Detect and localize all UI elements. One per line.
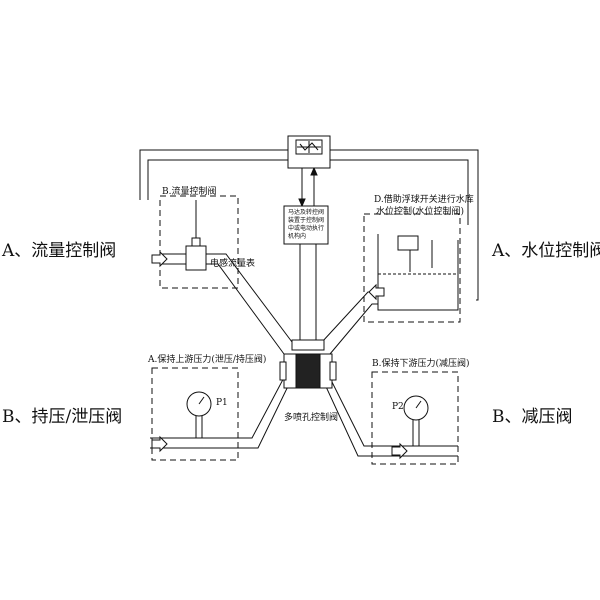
level-box-label-1: D.借助浮球开关进行水库: [374, 195, 474, 205]
level-box: [363, 213, 461, 323]
flow-arrows: [151, 250, 408, 460]
actuator-note-line: 中或电动执行: [288, 225, 325, 232]
upstream-box-label: A.保持上游压力(泄压/持压阀): [148, 355, 267, 365]
valve-label: 多喷孔控制阀: [284, 413, 339, 423]
control-line-left-inner: [147, 159, 288, 200]
label-pressure-sustaining-valve: B、持压/泄压阀: [2, 407, 123, 427]
gauge-right-label: P2: [392, 402, 404, 412]
downstream-box: [371, 371, 459, 465]
actuator-note-line: 机构内: [288, 233, 307, 240]
control-valve: [279, 339, 337, 389]
flow-box: [159, 195, 239, 289]
pressure-gauge-left: [186, 391, 212, 417]
gauge-left-label: P1: [216, 398, 228, 408]
upstream-box: [151, 367, 239, 461]
flow-meter-label: 电感流量表: [210, 259, 256, 269]
control-line-left: [139, 149, 288, 200]
actuator-note: 马达及转控阀 装置于控制阀 中或电动执行 机构内: [288, 209, 328, 241]
pressure-gauge-right: [403, 395, 429, 421]
level-box-label-2: 水位控制(水位控制阀): [376, 207, 465, 217]
control-line-right: [330, 149, 479, 301]
flow-meter-body: [185, 245, 207, 271]
label-water-level-valve: A、水位控制阀: [492, 241, 600, 261]
control-line-right-inner: [330, 159, 469, 225]
controller-box: [287, 135, 331, 169]
actuator-note-line: 马达及转控阀: [288, 209, 325, 216]
actuator-note-box: [283, 205, 329, 245]
downstream-box-label: B.保持下游压力(减压阀): [372, 359, 470, 369]
flow-box-label: B.流量控制阀: [162, 187, 217, 197]
actuator-note-line: 装置于控制阀: [288, 217, 325, 224]
tank: [377, 234, 459, 311]
label-pressure-reducing-valve: B、减压阀: [492, 407, 573, 427]
label-flow-control-valve: A、流量控制阀: [2, 241, 117, 261]
